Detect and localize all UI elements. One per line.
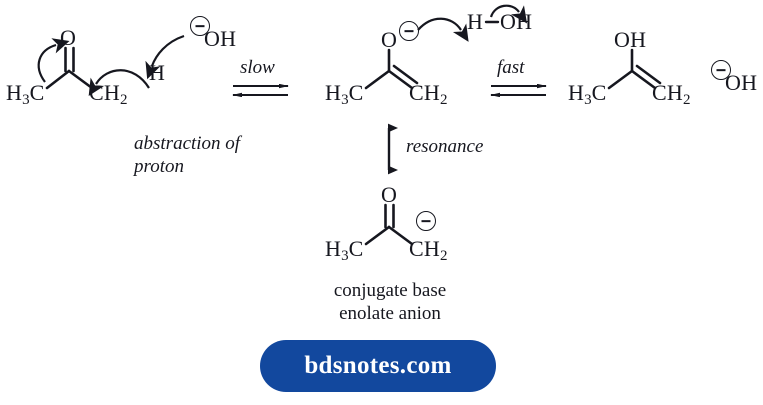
curved-arrow-ch-to-enolate xyxy=(88,69,150,97)
watermark-bdsnotes-button[interactable]: bdsnotes.com xyxy=(260,340,496,392)
enolate-oxy-skeleton xyxy=(364,48,419,90)
enolate-carbanion-methyl-label: H3C xyxy=(325,236,364,264)
equilibrium-arrow-fast xyxy=(490,83,547,98)
caption-conjugate-base-enolate-anion: conjugate base enolate anion xyxy=(290,279,490,325)
curved-arrow-hydroxide-attack xyxy=(145,34,185,80)
ketone-methyl-label: H3C xyxy=(6,80,45,108)
enolate-carbanion-charge xyxy=(416,211,436,231)
ketone-skeleton xyxy=(45,46,94,90)
water-hydroxyl-label: OH xyxy=(500,9,533,34)
enol-hydroxyl-label: OH xyxy=(614,27,647,52)
curved-arrow-enolate-to-water xyxy=(417,17,469,42)
curved-arrow-water-oh-bond xyxy=(489,4,528,24)
enolate-oxy-oxygen-label: O xyxy=(381,27,398,52)
hydroxide-product-label: OH xyxy=(725,70,758,95)
ketone-methylene-label: CH2 xyxy=(89,80,128,108)
ketone-oxygen-label: O xyxy=(60,25,77,50)
reaction-label-resonance: resonance xyxy=(406,136,484,157)
caption-abstraction-line2: proton xyxy=(134,156,184,178)
hydroxide-reagent-charge xyxy=(190,16,210,36)
caption-conjugate-line2: enolate anion xyxy=(339,303,441,325)
caption-abstraction-line1: abstraction of xyxy=(134,133,241,154)
enolate-carbanion-skeleton xyxy=(364,203,414,246)
reaction-label-slow: slow xyxy=(240,57,275,78)
hydroxide-product-charge xyxy=(711,60,731,80)
enolate-oxy-methyl-label: H3C xyxy=(325,80,364,108)
enol-skeleton xyxy=(607,48,662,90)
enolate-oxy-methylene-label: CH2 xyxy=(409,80,448,108)
curved-arrow-carbonyl-pi xyxy=(37,38,70,83)
enolate-carbanion-methylene-label: CH2 xyxy=(409,236,448,264)
enolate-carbanion-oxygen-label: O xyxy=(381,182,398,207)
hydroxide-reagent-label: OH xyxy=(204,26,237,51)
caption-conjugate-line1: conjugate base xyxy=(333,280,447,301)
enol-methylene-label: CH2 xyxy=(652,80,691,108)
enol-methyl-label: H3C xyxy=(568,80,607,108)
equilibrium-arrow-slow xyxy=(232,83,289,98)
caption-abstraction-of-proton: abstraction of proton xyxy=(134,132,240,178)
enolate-oxy-charge xyxy=(399,21,419,41)
water-hydrogen-label: H xyxy=(467,9,484,34)
watermark-label: bdsnotes.com xyxy=(304,352,452,379)
reaction-label-fast: fast xyxy=(497,57,525,78)
ketone-alpha-proton-label: H xyxy=(149,60,166,85)
